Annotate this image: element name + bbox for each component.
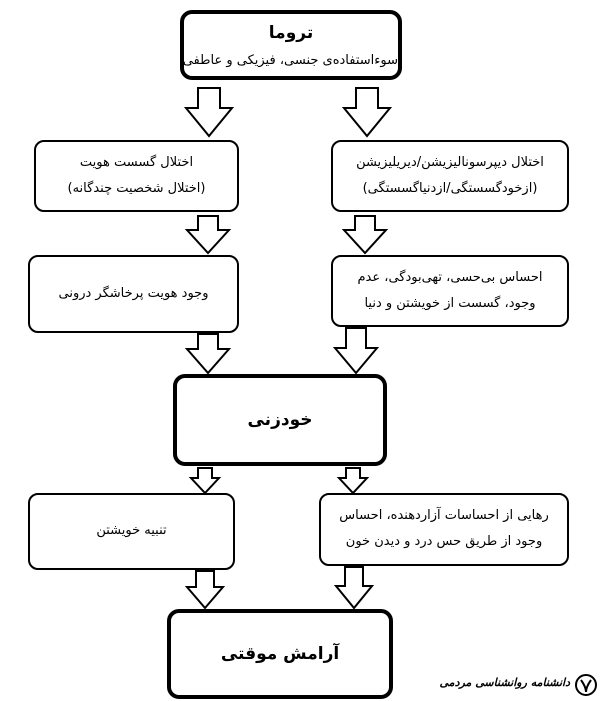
brand-logo-text: دانشنامه روانشناسی مردمی (439, 676, 570, 689)
node-trauma-title: تروما (268, 23, 314, 43)
node-self-harm: خودزنی (173, 374, 387, 466)
arrow-numbness-to-selfharm (332, 327, 380, 375)
node-temporary-calm: آرامش موقتی (167, 609, 393, 699)
brand-logo: دانشنامه روانشناسی مردمی (440, 672, 598, 698)
arrow-trauma-to-depersonalization (341, 87, 393, 138)
node-dissociative-identity-line1: اختلال گسست هویت (79, 155, 194, 170)
node-fragmented-identity-line1: وجود هویت پرخاشگر درونی (58, 286, 209, 301)
arrow-fragmented-to-selfharm (184, 333, 232, 375)
arrow-depersonalization-to-numbness (341, 215, 389, 255)
node-depersonalization-line2: (ازخودگسستگی/ازدنیاگسستگی) (362, 181, 538, 196)
node-numbness-line2: وجود، گسست از خویشتن و دنیا (364, 296, 536, 311)
node-trauma-subtitle: سوءاستفاده‌ی جنسی، فیزیکی و عاطفی (182, 53, 398, 68)
arrow-punishment-to-calm (184, 570, 226, 610)
node-release: رهایی از احساسات آزاردهنده، احساس وجود ا… (319, 493, 569, 566)
node-trauma: تروما سوءاستفاده‌ی جنسی، فیزیکی و عاطفی (180, 10, 402, 80)
node-numbness-line1: احساس بی‌حسی، تهی‌بودگی، عدم (357, 270, 543, 285)
node-dissociative-identity-line2: (اختلال شخصیت چندگانه) (67, 181, 206, 196)
node-depersonalization: اختلال دیپرسونالیزیشن/دیریلیزیشن (ازخودگ… (331, 140, 569, 212)
arrow-selfharm-to-release (336, 467, 370, 495)
node-self-harm-title: خودزنی (247, 410, 313, 430)
node-fragmented-identity: وجود هویت پرخاشگر درونی (28, 255, 239, 333)
arrow-trauma-to-dissociative (183, 87, 235, 138)
node-numbness: احساس بی‌حسی، تهی‌بودگی، عدم وجود، گسست … (331, 255, 569, 327)
node-depersonalization-line1: اختلال دیپرسونالیزیشن/دیریلیزیشن (356, 155, 544, 170)
arrow-dissociative-to-fragmented (184, 215, 232, 255)
arrow-selfharm-to-punishment (188, 467, 222, 495)
node-dissociative-identity: اختلال گسست هویت (اختلال شخصیت چندگانه) (34, 140, 239, 212)
arrow-release-to-calm (333, 566, 375, 610)
node-release-line2: وجود از طریق حس درد و دیدن خون (345, 534, 543, 549)
node-self-punishment-line1: تنبیه خویشتن (96, 523, 167, 538)
brand-emblem-icon (575, 674, 597, 696)
node-self-punishment: تنبیه خویشتن (28, 493, 235, 570)
node-release-line1: رهایی از احساسات آزاردهنده، احساس (339, 508, 549, 523)
node-temporary-calm-title: آرامش موقتی (220, 644, 340, 664)
